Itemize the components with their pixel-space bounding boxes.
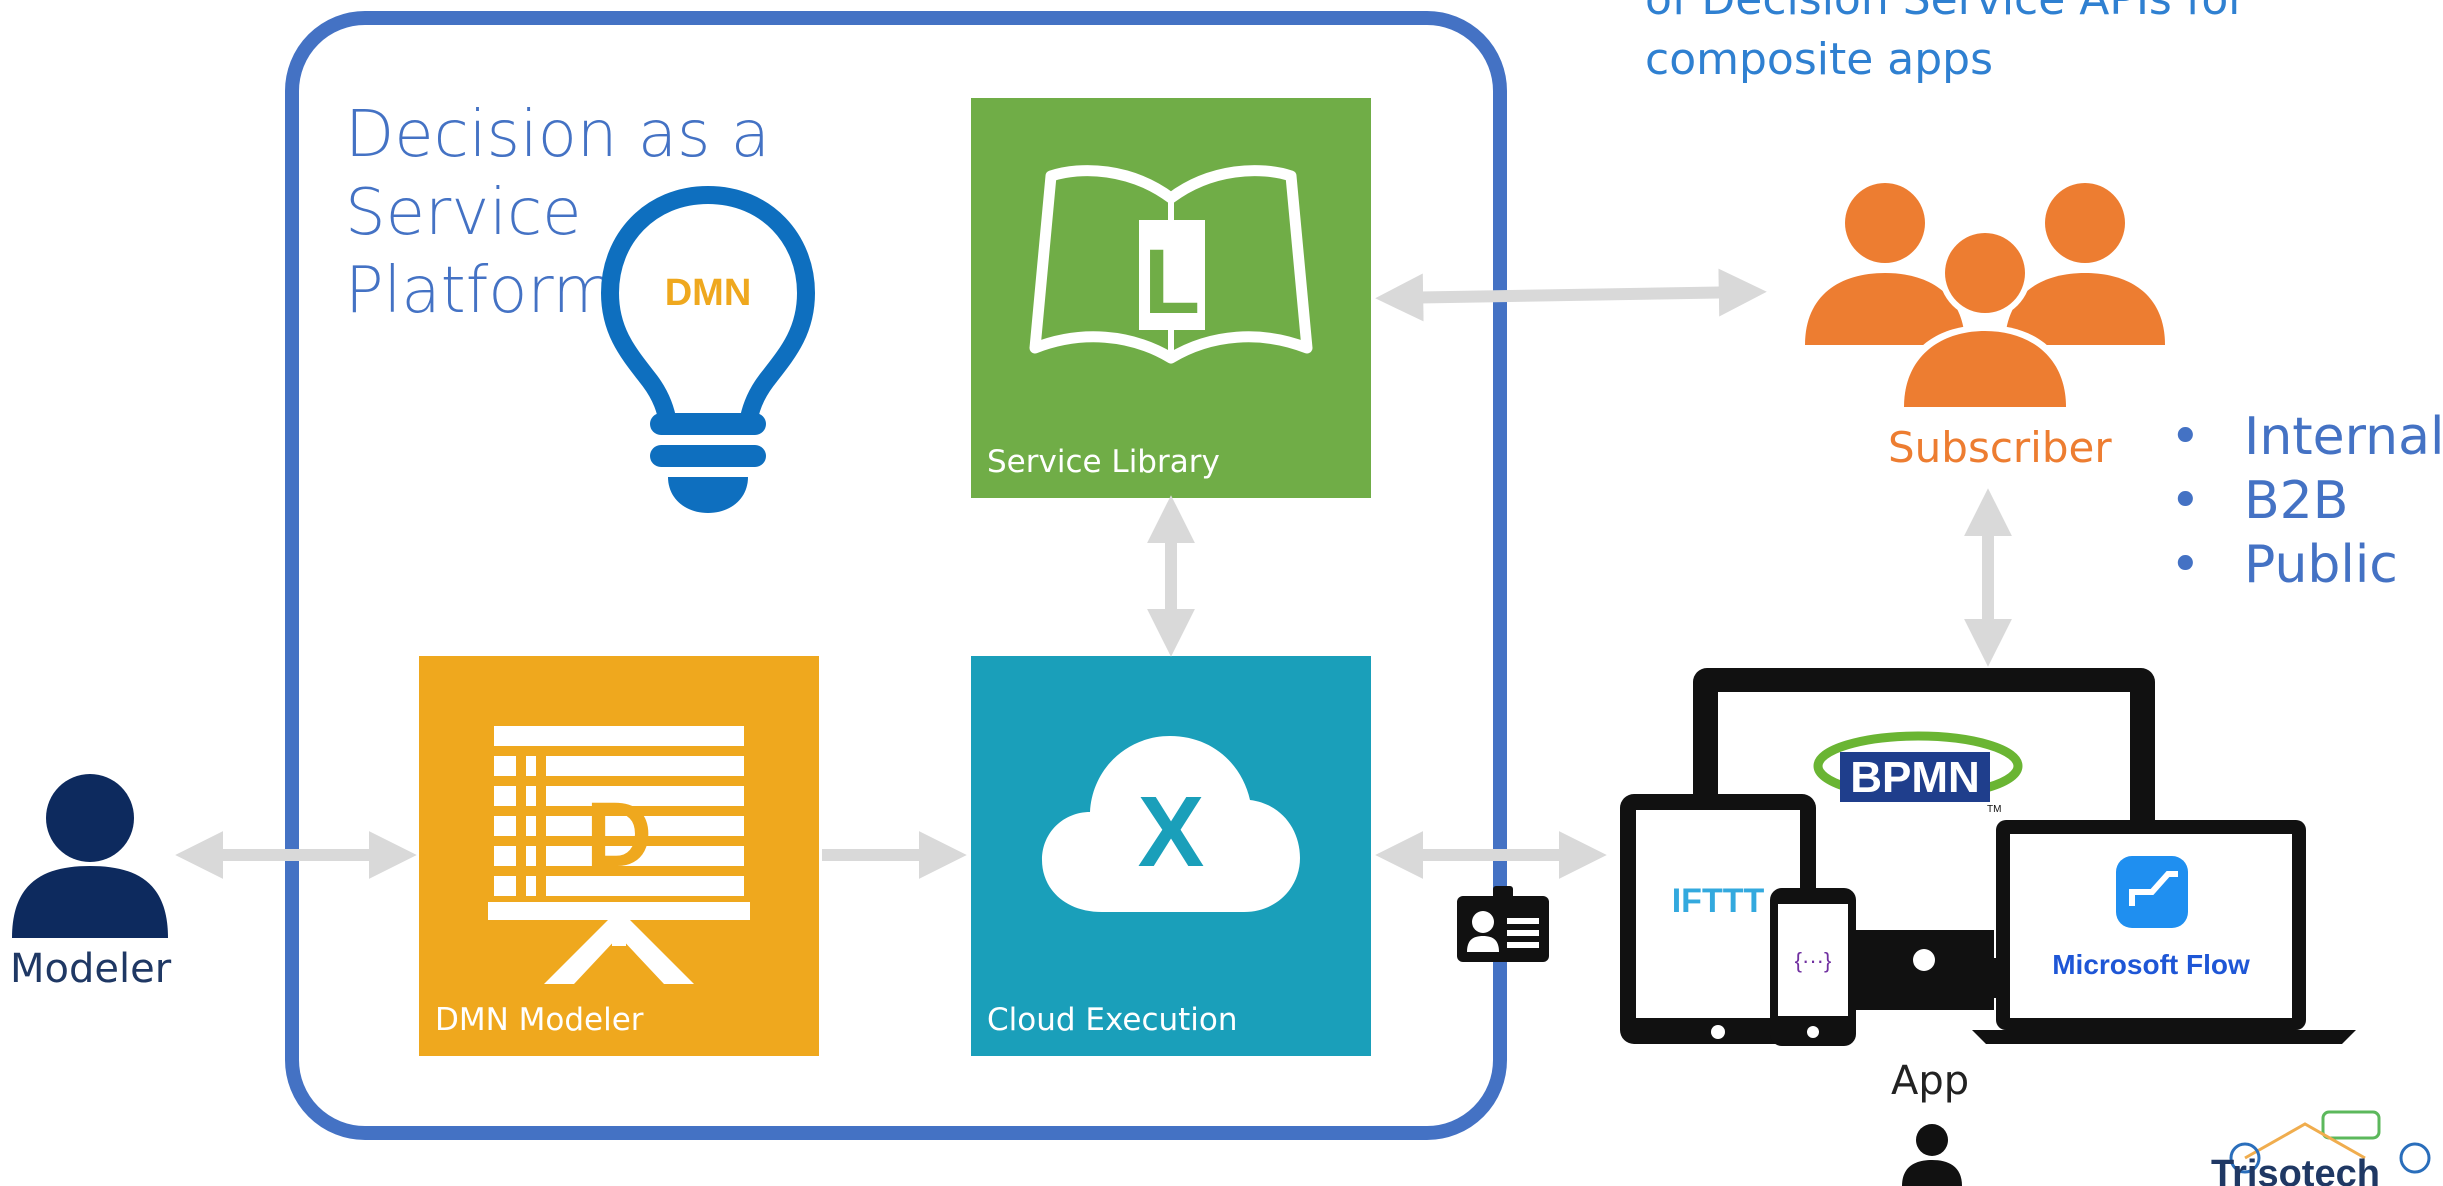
- book-icon: L: [1029, 165, 1313, 364]
- subscriber-label: Subscriber: [1888, 423, 2112, 472]
- bullet-glyph: •: [2170, 407, 2201, 467]
- trisotech-logo-text: Trisotech: [2211, 1153, 2380, 1186]
- cloud-execution-label: Cloud Execution: [987, 1002, 1238, 1038]
- app-label: App: [1891, 1058, 1970, 1104]
- audience-item: • B2B: [2170, 469, 2443, 533]
- audience-b2b: B2B: [2244, 471, 2349, 531]
- audience-list: • Internal • B2B • Public: [2170, 405, 2443, 597]
- audience-public: Public: [2244, 535, 2398, 595]
- modeler-person-icon: [12, 774, 168, 938]
- decision-table-icon: D: [488, 726, 750, 984]
- api-caption-line2: composite apps: [1645, 34, 1994, 85]
- api-braces-text: {···}: [1795, 948, 1832, 973]
- platform-title: Decision as a Service Platform: [345, 96, 945, 330]
- dmn-modeler-label: DMN Modeler: [435, 1002, 644, 1038]
- service-library-tile[interactable]: L Service Library: [971, 98, 1371, 498]
- execution-glyph: X: [1138, 776, 1205, 888]
- bpmn-trademark: TM: [1987, 804, 2001, 815]
- service-library-label: Service Library: [987, 444, 1220, 480]
- app-person-icon: [1902, 1124, 1962, 1186]
- bpmn-logo: BPMN TM: [1813, 731, 2023, 815]
- library-glyph: L: [1144, 231, 1200, 333]
- cloud-execution-tile[interactable]: X Cloud Execution: [971, 656, 1371, 1056]
- audience-internal: Internal: [2244, 407, 2443, 467]
- audience-item: • Public: [2170, 533, 2443, 597]
- modeler-glyph: D: [586, 784, 652, 886]
- subscriber-group-icon: [1805, 183, 2165, 407]
- lightbulb-icon: DMN: [600, 185, 816, 513]
- ifttt-logo-text: IFTTT: [1672, 882, 1765, 920]
- platform-title-line1: Decision as a Service: [345, 98, 770, 250]
- platform-title-line2: Platform: [345, 254, 615, 328]
- cloud-icon: X: [1042, 736, 1300, 912]
- modeler-label: Modeler: [10, 946, 172, 992]
- bpmn-logo-text: BPMN: [1850, 753, 1980, 802]
- api-caption: of Decision Service APIs for composite a…: [1645, 0, 2345, 90]
- id-badge-icon: [1457, 886, 1549, 962]
- bullet-glyph: •: [2170, 471, 2201, 531]
- audience-item: • Internal: [2170, 405, 2443, 469]
- arrow-library-subscriber: [1375, 268, 1767, 322]
- microsoft-flow-text: Microsoft Flow: [2052, 949, 2250, 980]
- bulb-text: DMN: [665, 272, 752, 314]
- api-caption-line1: of Decision Service APIs for: [1645, 0, 2345, 30]
- trisotech-logo: Trisotech: [2211, 1110, 2431, 1186]
- devices-illustration: BPMN TM IFTTT {···} Microsoft Flow: [1620, 668, 2356, 1046]
- dmn-modeler-tile[interactable]: D DMN Modeler: [419, 656, 819, 1056]
- bullet-glyph: •: [2170, 535, 2201, 595]
